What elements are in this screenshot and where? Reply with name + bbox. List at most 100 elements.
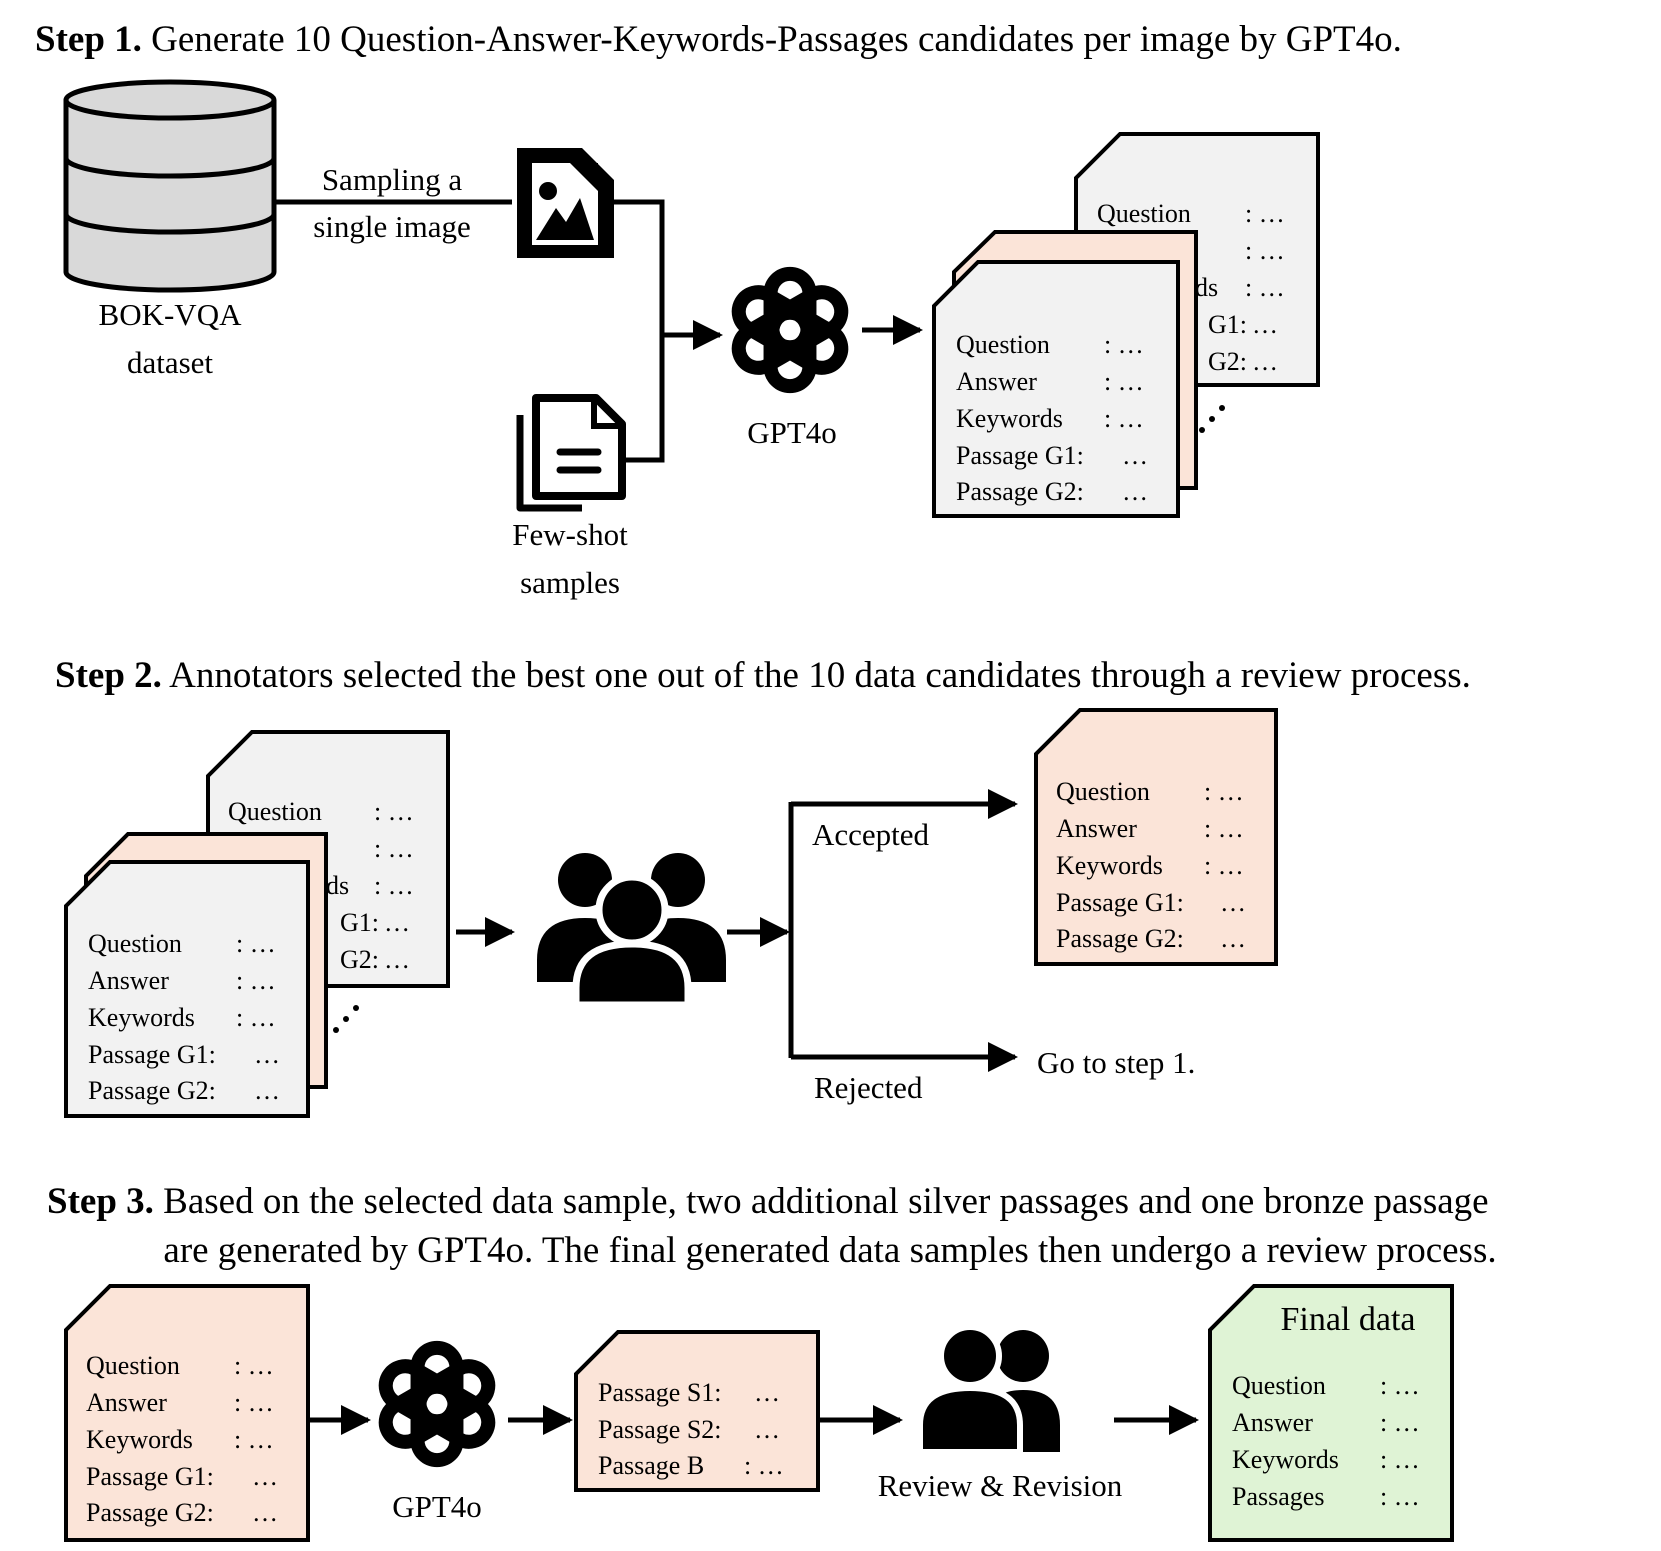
connector-image (614, 199, 665, 335)
svg-text:G2:: G2: (340, 945, 379, 974)
svg-text:…: … (1122, 477, 1148, 506)
svg-text:ds: ds (326, 871, 349, 900)
candidate-card-front: Question : … Answer : … Keywords : … Pas… (932, 260, 1180, 518)
svg-text:: …: : … (1380, 1408, 1420, 1437)
sampling-label-line1: Sampling a (322, 162, 463, 197)
svg-text:Keywords: Keywords (1232, 1445, 1339, 1474)
image-file-icon (517, 148, 614, 258)
svg-text:Passage G1:: Passage G1: (1056, 888, 1184, 917)
candidate-card-front: Question : … Answer : … Keywords : … Pas… (64, 860, 310, 1118)
svg-text:Keywords: Keywords (956, 404, 1063, 433)
svg-text:: …: : … (236, 966, 276, 995)
svg-text:…: … (1252, 310, 1278, 339)
svg-text:ds: ds (1195, 273, 1218, 302)
svg-text:Passage S2:: Passage S2: (598, 1415, 722, 1444)
svg-text:…: … (384, 945, 410, 974)
connector-fewshot (622, 335, 665, 463)
document-stack-icon (516, 394, 626, 512)
svg-text:Question: Question (88, 929, 182, 958)
svg-text:: …: : … (1380, 1371, 1420, 1400)
svg-text:Passage G2:: Passage G2: (1056, 924, 1184, 953)
openai-logo-icon (732, 274, 849, 386)
svg-text:Question: Question (1097, 199, 1191, 228)
svg-text:Question: Question (1232, 1371, 1326, 1400)
svg-text:…: … (254, 1076, 280, 1105)
svg-text:: …: : … (234, 1425, 274, 1454)
annotators-group-icon (537, 853, 726, 1009)
svg-text:…: … (754, 1415, 780, 1444)
goto-step1-label: Go to step 1. (1037, 1045, 1195, 1080)
final-data-card: Final data Question : … Answer : … Keywo… (1208, 1284, 1454, 1542)
svg-text:: …: : … (1380, 1482, 1420, 1511)
gpt4o-label: GPT4o (747, 415, 837, 450)
generated-passages-card: Passage S1: … Passage S2: … Passage B : … (574, 1330, 820, 1492)
gpt4o-label: GPT4o (392, 1489, 482, 1524)
svg-text:G2:: G2: (1208, 347, 1247, 376)
svg-text:Passage G1:: Passage G1: (88, 1040, 216, 1069)
svg-text:…: … (252, 1498, 278, 1527)
step3-heading-line1: Step 3. Based on the selected data sampl… (47, 1181, 1489, 1222)
svg-text:Passage B: Passage B (598, 1451, 704, 1480)
svg-text:: …: : … (1245, 273, 1285, 302)
svg-text:: …: : … (374, 834, 414, 863)
svg-text:Passage G1:: Passage G1: (956, 441, 1084, 470)
openai-logo-icon (379, 1348, 496, 1460)
svg-text:Answer: Answer (956, 367, 1037, 396)
svg-text:G1:: G1: (340, 908, 379, 937)
svg-text:Answer: Answer (86, 1388, 167, 1417)
svg-text:Keywords: Keywords (86, 1425, 193, 1454)
svg-text:…: … (1122, 441, 1148, 470)
database-icon (63, 79, 277, 293)
svg-text:: …: : … (744, 1451, 784, 1480)
accepted-label: Accepted (812, 817, 930, 852)
svg-text:: …: : … (1380, 1445, 1420, 1474)
svg-text:Passage G2:: Passage G2: (88, 1076, 216, 1105)
accepted-card: Question : … Answer : … Keywords : … Pas… (1034, 708, 1278, 966)
svg-text:: …: : … (1204, 814, 1244, 843)
dataset-label-line1: BOK-VQA (99, 297, 243, 332)
svg-text:…: … (1252, 347, 1278, 376)
step2-heading: Step 2. Annotators selected the best one… (55, 655, 1471, 696)
svg-text:: …: : … (1245, 236, 1285, 265)
svg-text:Keywords: Keywords (1056, 851, 1163, 880)
svg-text:…: … (252, 1462, 278, 1491)
svg-text:Question: Question (1056, 777, 1150, 806)
fewshot-label-line2: samples (520, 565, 620, 600)
sampling-label-line2: single image (313, 209, 471, 244)
more-candidates-dots (333, 1005, 359, 1033)
svg-text:Passage G2:: Passage G2: (86, 1498, 214, 1527)
svg-text:Question: Question (956, 330, 1050, 359)
svg-text:Keywords: Keywords (88, 1003, 195, 1032)
svg-text:Passage G2:: Passage G2: (956, 477, 1084, 506)
svg-text:: …: : … (374, 797, 414, 826)
step1-heading: Step 1. Generate 10 Question-Answer-Keyw… (35, 19, 1402, 60)
svg-text:Question: Question (86, 1351, 180, 1380)
svg-text:…: … (1220, 888, 1246, 917)
svg-text:: …: : … (1245, 199, 1285, 228)
svg-text:Question: Question (228, 797, 322, 826)
svg-text:…: … (1220, 924, 1246, 953)
svg-text:…: … (254, 1040, 280, 1069)
svg-text:…: … (384, 908, 410, 937)
selected-sample-card: Question : … Answer : … Keywords : … Pas… (64, 1284, 310, 1542)
svg-text:: …: : … (234, 1388, 274, 1417)
svg-text:…: … (754, 1378, 780, 1407)
reviewers-icon (917, 1324, 1060, 1455)
svg-text:: …: : … (236, 1003, 276, 1032)
svg-text:: …: : … (1104, 367, 1144, 396)
fewshot-label-line1: Few-shot (512, 517, 628, 552)
svg-text:G1:: G1: (1208, 310, 1247, 339)
svg-text:Answer: Answer (1232, 1408, 1313, 1437)
svg-text:Answer: Answer (1056, 814, 1137, 843)
step3-heading-line2: are generated by GPT4o. The final genera… (163, 1230, 1496, 1271)
svg-text:: …: : … (1104, 330, 1144, 359)
svg-text:: …: : … (1204, 851, 1244, 880)
dataset-label-line2: dataset (127, 345, 213, 380)
svg-text:Passage S1:: Passage S1: (598, 1378, 722, 1407)
svg-text:: …: : … (1204, 777, 1244, 806)
final-data-title: Final data (1280, 1301, 1415, 1338)
more-candidates-dots (1199, 405, 1225, 433)
svg-text:: …: : … (234, 1351, 274, 1380)
svg-text:Passages: Passages (1232, 1482, 1324, 1511)
